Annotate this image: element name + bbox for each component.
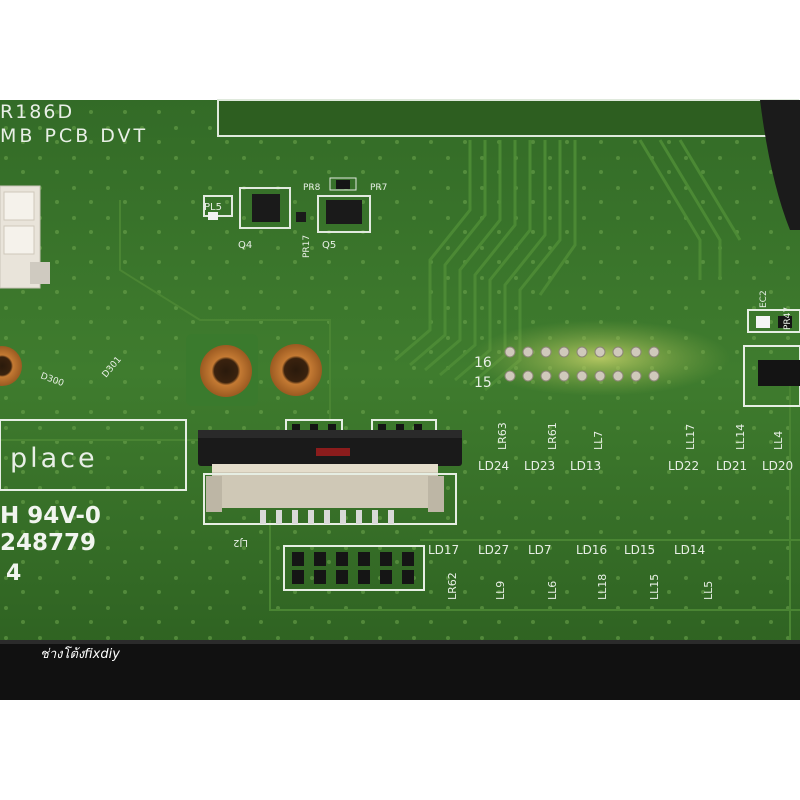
- label-ld15: LD15: [624, 543, 655, 557]
- transistor-area: [203, 177, 371, 233]
- label-pl5: PL5: [204, 202, 222, 213]
- pin-label-15: 15: [474, 375, 492, 391]
- label-ll18: LL18: [596, 574, 609, 600]
- label-ld27: LD27: [478, 543, 509, 557]
- label-ld21: LD21: [716, 459, 747, 473]
- label-ld23: LD23: [524, 459, 555, 473]
- label-lr62: LR62: [446, 572, 459, 600]
- label-ll7: LL7: [592, 431, 605, 450]
- partial-mark-text: 4: [6, 561, 21, 586]
- label-pr7: PR7: [370, 183, 387, 193]
- label-ld17: LD17: [428, 543, 459, 557]
- pin-label-16: 16: [474, 355, 492, 371]
- serial-text: 248779: [0, 530, 96, 556]
- label-pr47: PR47: [783, 307, 793, 330]
- right-components: [743, 309, 800, 407]
- label-ld13: LD13: [570, 459, 601, 473]
- board-revision-text: MB PCB DVT: [0, 125, 148, 147]
- label-pr8: PR8: [303, 183, 321, 193]
- label-ld22: LD22: [668, 459, 699, 473]
- label-ld7: LD7: [528, 543, 552, 557]
- watermark-text: ช่างโต้งfixdiy: [40, 646, 120, 662]
- place-label: place: [10, 443, 98, 474]
- label-ec2: EC2: [759, 290, 769, 308]
- label-lj2: LJ2: [233, 537, 248, 548]
- label-ll5: LL5: [702, 581, 715, 600]
- label-lr63: LR63: [496, 422, 509, 450]
- label-ld16: LD16: [576, 543, 607, 557]
- label-ll17: LL17: [684, 424, 697, 450]
- label-ll6: LL6: [546, 581, 559, 600]
- label-ll15: LL15: [648, 574, 661, 600]
- label-lr61: LR61: [546, 422, 559, 450]
- label-ld24: LD24: [478, 459, 509, 473]
- label-q4: Q4: [238, 240, 252, 251]
- ffc-connector: [198, 430, 462, 525]
- resistor-array: [283, 545, 425, 591]
- trace-bundle: [394, 139, 742, 392]
- flame-rating-text: H 94V-0: [0, 503, 101, 529]
- place-box: [0, 419, 187, 491]
- board-model-text: R186D: [0, 101, 74, 123]
- label-ll14: LL14: [734, 424, 747, 450]
- ic-outline: [217, 99, 799, 137]
- label-ll9: LL9: [494, 581, 507, 600]
- label-ld14: LD14: [674, 543, 705, 557]
- flux-residue: [470, 320, 730, 396]
- label-pr17: PR17: [302, 235, 312, 258]
- label-q5: Q5: [322, 240, 336, 251]
- bottom-frame: [0, 642, 800, 700]
- label-ll4: LL4: [772, 431, 785, 450]
- label-ld20: LD20: [762, 459, 793, 473]
- pin-header: [504, 346, 660, 382]
- mounting-pads: [0, 334, 322, 406]
- white-connector: [0, 185, 50, 289]
